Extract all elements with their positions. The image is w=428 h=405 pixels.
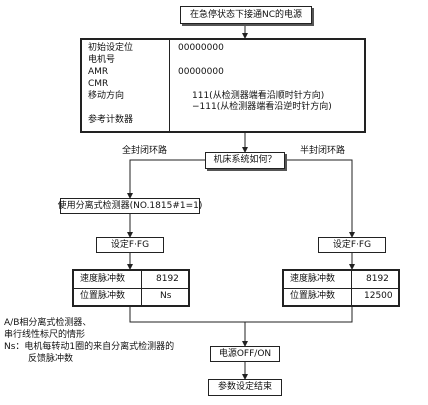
- start-power-on-text: 在急停状态下接通NC的电源: [189, 9, 303, 20]
- left-table-hdivider: [74, 288, 188, 289]
- param-label-direction: 移动方向: [88, 91, 125, 101]
- separate-detector-box: 使用分离式检测器(NO.1815#1=1): [57, 198, 203, 214]
- param-label-initial: 初始设定位: [88, 43, 134, 53]
- note-line-4: 反馈脉冲数: [28, 354, 74, 364]
- left-position-pulse-label: 位置脉冲数: [80, 291, 126, 301]
- note-line-3: Ns：电机每转动1圈的来自分离式检测器的: [4, 342, 175, 352]
- parameter-setting-finish-text: 参数设定结束: [217, 382, 272, 392]
- param-value-amr: 00000000: [178, 67, 224, 77]
- parameter-setting-finish-box: 参数设定结束: [208, 379, 282, 396]
- left-pulse-table: 速度脉冲数 8192 位置脉冲数 Ns: [72, 269, 190, 307]
- note-line-2: 串行线性标尺的情形: [4, 330, 86, 340]
- machine-system-question-box: 机床系统如何？: [205, 152, 285, 169]
- set-ffg-right-box: 设定F·FG: [318, 237, 386, 253]
- set-ffg-left-text: 设定F·FG: [110, 239, 150, 250]
- branch-full-closed-label: 全封闭环路: [122, 146, 168, 156]
- right-pulse-table: 速度脉冲数 8192 位置脉冲数 12500: [282, 269, 400, 307]
- branch-semi-closed-label: 半封闭环路: [300, 146, 346, 156]
- right-position-pulse-label: 位置脉冲数: [290, 291, 336, 301]
- param-label-cmr: CMR: [88, 79, 109, 89]
- param-value-direction-cw: 111(从检测器端看沿顺时针方向): [192, 91, 325, 101]
- start-power-on-box: 在急停状态下接通NC的电源: [180, 6, 312, 24]
- param-label-motor: 电机号: [88, 55, 116, 65]
- note-line-1: A/B相分离式检测器、: [4, 318, 92, 328]
- param-label-ref-counter: 参考计数器: [88, 115, 134, 125]
- param-label-amr: AMR: [88, 67, 109, 77]
- machine-system-question-text: 机床系统如何？: [213, 155, 277, 165]
- left-speed-pulse-value: 8192: [156, 274, 179, 284]
- power-cycle-text: 电源OFF/ON: [218, 348, 272, 359]
- separate-detector-text: 使用分离式检测器(NO.1815#1=1): [57, 200, 203, 211]
- set-ffg-left-box: 设定F·FG: [96, 237, 164, 253]
- set-ffg-right-text: 设定F·FG: [332, 239, 372, 250]
- param-value-direction-ccw: −111(从检测器端看沿逆时针方向): [192, 102, 332, 112]
- right-position-pulse-value: 12500: [364, 291, 393, 301]
- left-position-pulse-value: Ns: [160, 291, 172, 301]
- right-speed-pulse-label: 速度脉冲数: [290, 274, 336, 284]
- right-speed-pulse-value: 8192: [366, 274, 389, 284]
- power-cycle-box: 电源OFF/ON: [210, 346, 280, 362]
- param-divider: [169, 40, 170, 131]
- left-speed-pulse-label: 速度脉冲数: [80, 274, 126, 284]
- right-table-hdivider: [284, 288, 398, 289]
- param-value-initial: 00000000: [178, 43, 224, 53]
- initial-parameters-table: 初始设定位 00000000 电机号 AMR 00000000 CMR 移动方向…: [80, 38, 366, 133]
